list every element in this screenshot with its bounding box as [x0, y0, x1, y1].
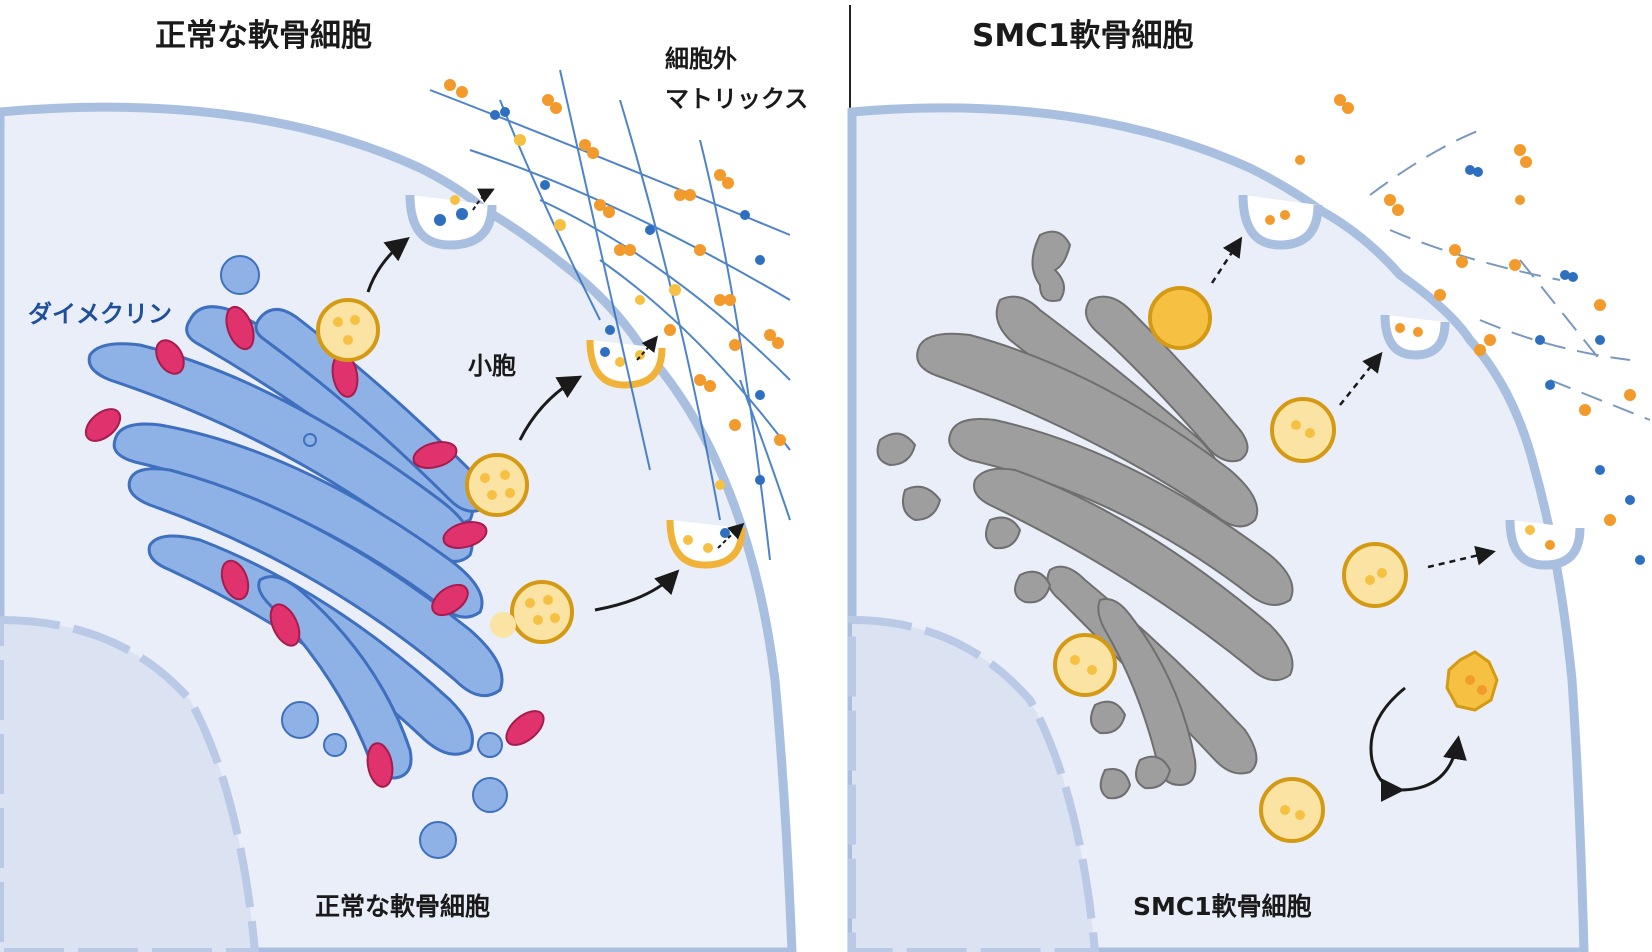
- right-panel: [847, 94, 1651, 952]
- left-cargo-vesicles: [316, 298, 574, 644]
- left-panel: [0, 69, 797, 952]
- label-vesicle: 小胞: [468, 352, 516, 380]
- right-panel-caption: SMC1軟骨細胞: [1133, 892, 1312, 921]
- left-ecm-particles: [444, 79, 786, 490]
- right-golgi-fragmented: [876, 230, 1294, 800]
- left-extracellular-matrix: [429, 69, 791, 561]
- left-panel-caption: 正常な軟骨細胞: [315, 892, 491, 921]
- right-recycle-arrows: [1369, 686, 1467, 802]
- left-small-vesicles: [220, 255, 508, 859]
- right-ecm-particles: [1295, 94, 1645, 565]
- right-nucleus: [848, 615, 1100, 952]
- right-stalled-vesicles: [1053, 286, 1499, 843]
- left-transport-arrows: [366, 188, 745, 612]
- right-impaired-arrows: [1210, 236, 1496, 569]
- left-nucleus: [0, 615, 260, 952]
- left-panel-title: 正常な軟骨細胞: [155, 18, 372, 54]
- label-dymeclin: ダイメクリン: [28, 300, 172, 328]
- right-exocytosis-pockets: [1238, 194, 1585, 570]
- label-ecm-line2: マトリックス: [665, 85, 809, 113]
- label-ecm-line1: 細胞外: [665, 45, 737, 73]
- left-dymeclin-markers: [84, 305, 545, 788]
- right-panel-title: SMC1軟骨細胞: [972, 18, 1194, 54]
- right-extracellular-matrix: [1369, 129, 1651, 421]
